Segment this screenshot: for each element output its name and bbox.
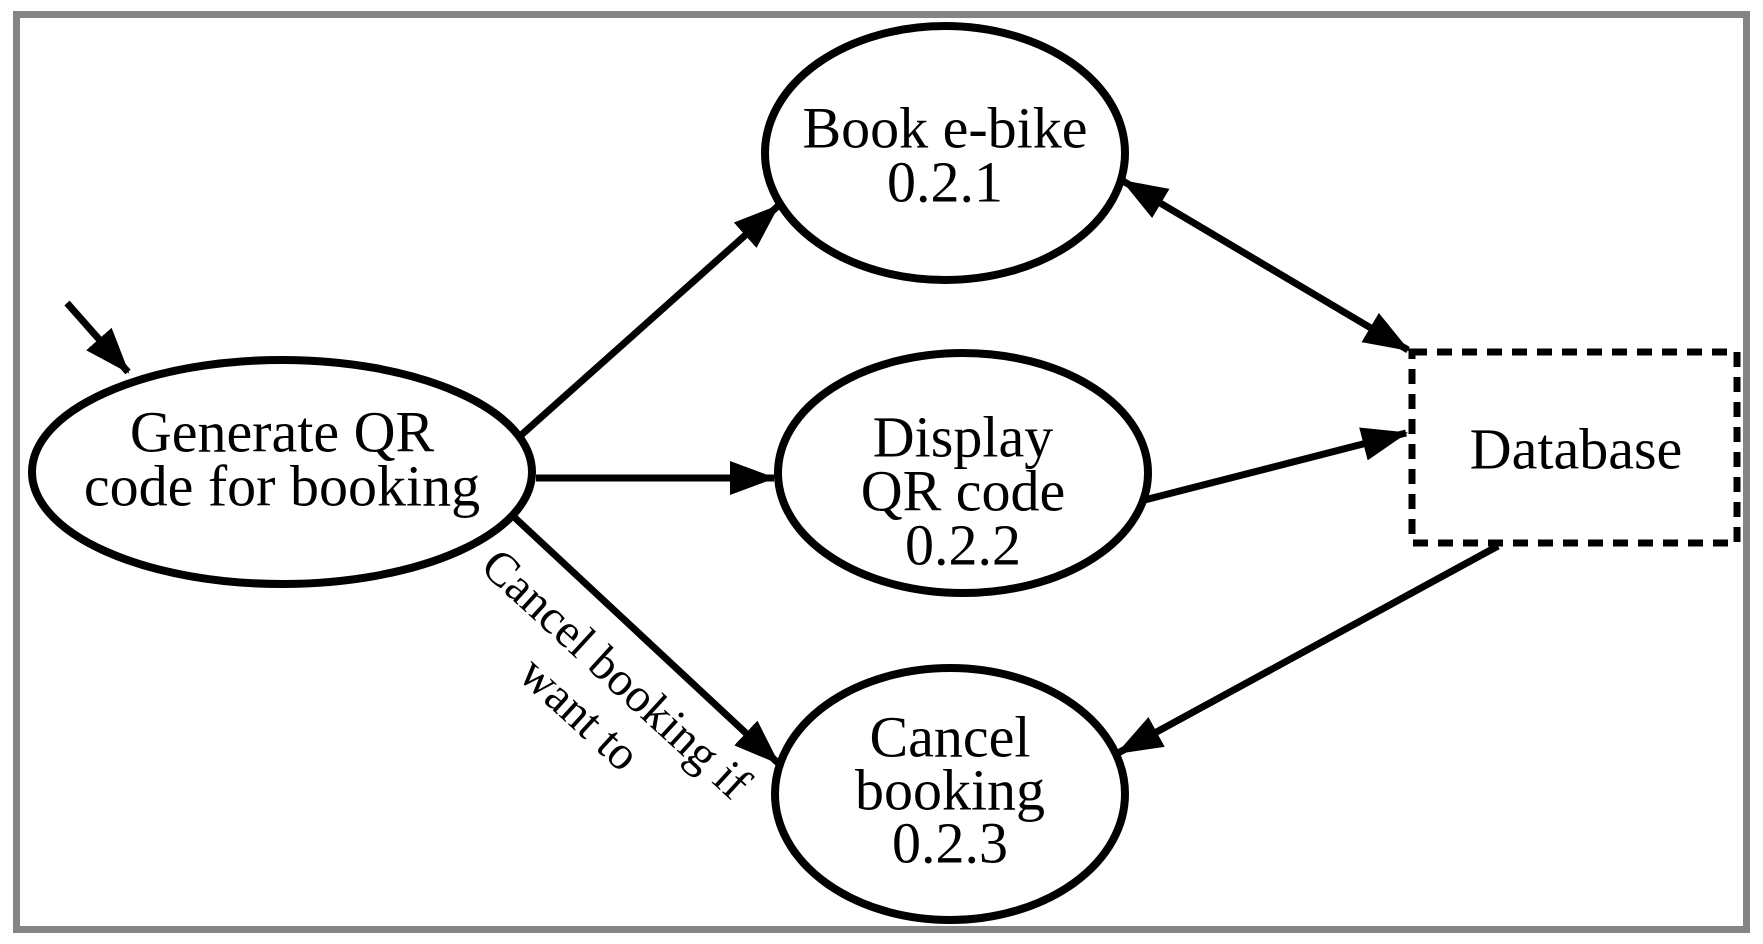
node-display-qr: Display QR code 0.2.2 xyxy=(774,349,1152,597)
node-display-qr-ellipse xyxy=(774,349,1152,597)
node-cancel-booking-label-line1: Cancel xyxy=(869,705,1030,770)
node-book-ebike-label-line1: Book e-bike xyxy=(802,96,1087,161)
node-cancel-booking-label-line2: booking xyxy=(855,758,1045,823)
edge-display-to-database xyxy=(1124,427,1408,509)
node-generate-qr-label-line1: Generate QR xyxy=(130,400,435,465)
database-store: Database xyxy=(1408,348,1741,547)
start-arrow xyxy=(64,300,131,375)
node-display-qr-label-line1: Display xyxy=(873,405,1053,470)
node-generate-qr: Generate QR code for booking xyxy=(28,356,536,588)
node-display-qr-label-line2: QR code xyxy=(861,459,1066,524)
node-book-ebike-label-line2: 0.2.1 xyxy=(887,150,1003,215)
edge-book-database-bidirectional xyxy=(1121,177,1410,354)
edge-generate-to-cancel xyxy=(510,513,781,766)
node-cancel-booking: Cancel booking 0.2.3 xyxy=(771,664,1129,924)
edge-label-cancel-condition: Cancel booking if want to xyxy=(471,538,760,809)
node-book-ebike: Book e-bike 0.2.1 xyxy=(761,22,1129,284)
node-book-ebike-ellipse xyxy=(761,22,1129,284)
node-generate-qr-ellipse xyxy=(28,356,536,588)
node-display-qr-label-line3: 0.2.2 xyxy=(905,513,1021,578)
node-cancel-booking-label-line3: 0.2.3 xyxy=(892,811,1008,876)
node-generate-qr-label-line2: code for booking xyxy=(84,454,480,519)
database-store-label: Database xyxy=(1470,417,1683,482)
edge-generate-to-book xyxy=(516,203,781,440)
edge-database-to-cancel xyxy=(1116,542,1500,757)
node-cancel-booking-ellipse xyxy=(771,664,1129,924)
outer-frame xyxy=(13,11,1750,933)
database-store-box xyxy=(1408,348,1741,547)
